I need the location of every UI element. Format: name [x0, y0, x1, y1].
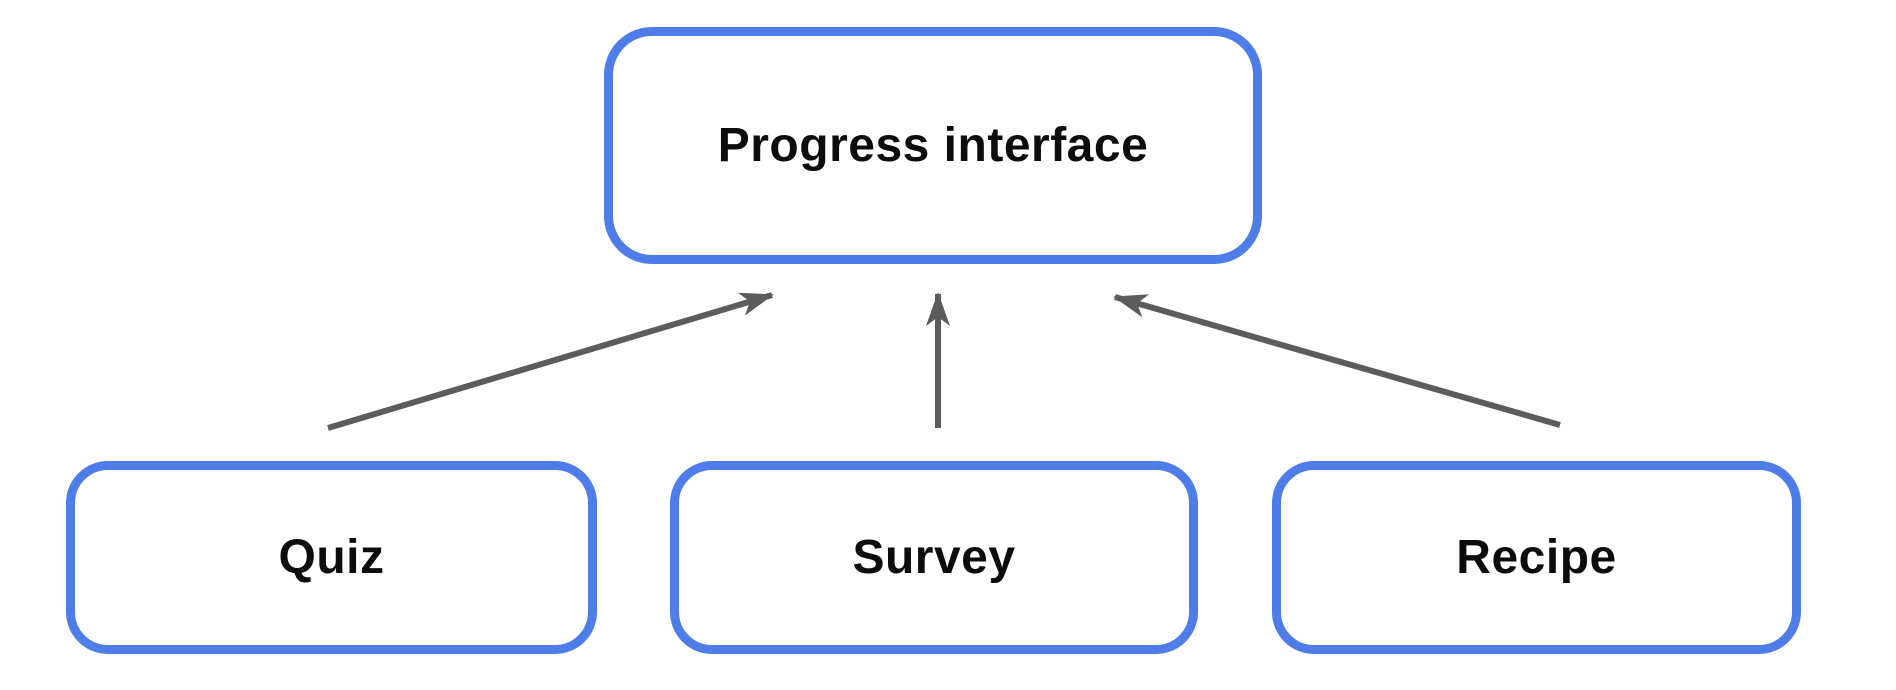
- node-progress-interface-label: Progress interface: [717, 119, 1149, 172]
- arrow-quiz-to-progress: [327, 292, 774, 431]
- node-quiz[interactable]: Quiz: [66, 461, 597, 654]
- node-progress-interface[interactable]: Progress interface: [604, 27, 1262, 264]
- arrow-recipe-to-progress: [1113, 294, 1561, 428]
- node-recipe[interactable]: Recipe: [1272, 461, 1801, 654]
- node-quiz-label: Quiz: [278, 531, 385, 584]
- node-survey-label: Survey: [852, 531, 1016, 584]
- node-survey[interactable]: Survey: [670, 461, 1198, 654]
- node-recipe-label: Recipe: [1456, 531, 1617, 584]
